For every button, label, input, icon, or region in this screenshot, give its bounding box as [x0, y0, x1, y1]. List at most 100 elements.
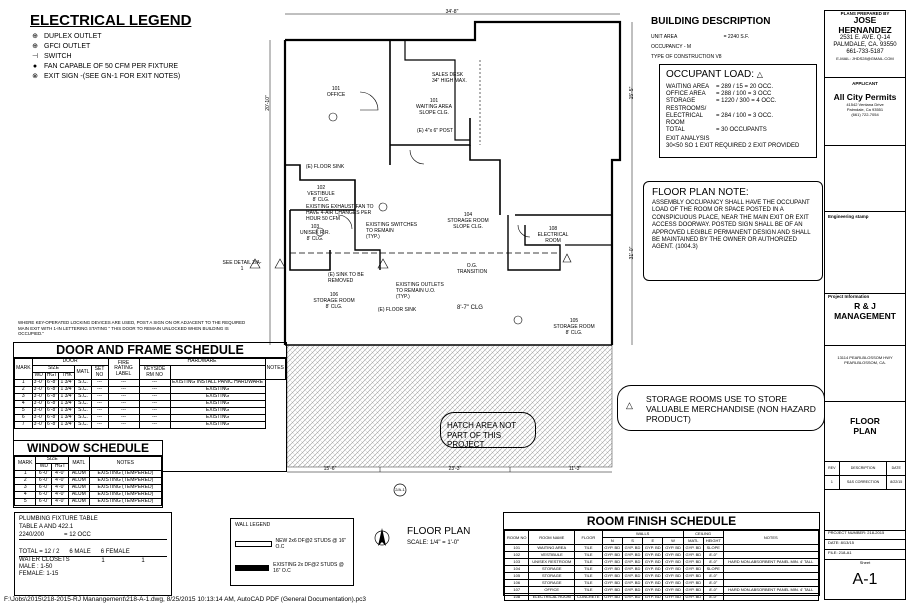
- post-label: (E) 4"x 6" POST: [416, 128, 454, 134]
- room-finish-schedule: ROOM FINISH SCHEDULE ROOM NO ROOM NAME F…: [503, 512, 820, 601]
- door-col-mark: MARK: [14, 358, 33, 380]
- window-col-matl: MATL: [67, 456, 90, 471]
- dim-bottom-3: 11'-3": [568, 466, 582, 472]
- sink-removed-note: (E) SINK TO BE REMOVED: [328, 272, 364, 284]
- floor-plan-note-body: ASSEMBLY OCCUPANCY SHALL HAVE THE OCCUPA…: [652, 200, 811, 251]
- room-finish-row-cell: GYP. BD: [682, 551, 704, 559]
- unit-area-value: = 2240 S.F.: [723, 34, 749, 40]
- room-finish-row-cell: GYP. BD: [621, 579, 644, 587]
- room-finish-row-cell: GYP. BD: [662, 558, 684, 566]
- top-dimension: 34'-8": [445, 9, 459, 15]
- room-finish-row-cell: 107: [503, 586, 530, 594]
- tb-desc-col: DESCRIPTION: [840, 461, 888, 475]
- legend-symbol-icon: ⊕: [32, 33, 38, 40]
- room-finish-row-cell: TILE: [574, 572, 603, 580]
- rf-col-name: ROOM NAME: [528, 530, 576, 545]
- room-finish-row-cell: 8'-0": [702, 551, 724, 559]
- exhaust-note: EXISTING EXHAUST FAN TO HAVE 4-AIR CHANG…: [306, 204, 374, 222]
- room-finish-row-cell: WAITING AREA: [528, 544, 576, 552]
- room-finish-row-cell: GYP. BD: [682, 579, 704, 587]
- lock-note: WHERE KEY-OPERATED LOCKING DEVICES ARE U…: [18, 320, 246, 336]
- rf-col-notes: NOTES: [722, 530, 820, 545]
- room-finish-row-cell: GYP. BD: [682, 586, 704, 594]
- legend-symbol-icon: ⊣: [31, 53, 39, 60]
- window-schedule-title: WINDOW SCHEDULE: [14, 441, 162, 456]
- room-finish-row-cell: GYP. BD: [662, 544, 684, 552]
- wall-legend-title: WALL LEGEND: [235, 522, 271, 528]
- room-finish-row-cell: GYP. BD: [601, 593, 623, 601]
- room-finish-row-cell: OFFICE: [528, 586, 576, 594]
- wc-male: MALE : 1-50: [19, 564, 53, 570]
- tb-blank-1: [825, 145, 905, 212]
- room-finish-row-cell: GYP. BD: [621, 558, 644, 566]
- room-finish-row-cell: [722, 593, 820, 601]
- tb-rev-row: 1 S&S CORRECTION 8/22/15: [825, 475, 905, 490]
- room-finish-row-cell: [722, 572, 820, 580]
- room-finish-row-cell: TILE: [574, 565, 603, 573]
- storage-note-text: STORAGE ROOMS USE TO STORE VALUABLE MERC…: [646, 394, 816, 424]
- tb-company-addr1: 41542 Ventana Drive: [846, 102, 884, 107]
- tb-site: 13114 PEARLBLOSSOM HWY PEARLBLOSSOM, CA.: [825, 345, 905, 402]
- room-finish-row-cell: GYP. BD: [621, 565, 644, 573]
- rf-col-no: ROOM NO: [503, 530, 530, 545]
- occupant-row-label: TOTAL: [666, 127, 685, 134]
- room-finish-row-cell: 108: [503, 593, 530, 601]
- window-row-cell: EXISTING (TEMPERED): [88, 498, 163, 506]
- room-finish-row-cell: GYP. BD: [601, 579, 623, 587]
- occupant-row-calc: = 30 OCCUPANTS: [716, 127, 767, 134]
- wall-legend: WALL LEGEND NEW 2x6 DF@2 STUDS @ 16" O.C…: [230, 518, 354, 586]
- room-finish-row-cell: GYP. BD: [662, 572, 684, 580]
- floor-plan-scale: SCALE: 1/4" = 1'-0": [407, 540, 460, 546]
- door-col-keyside: KEYSIDE RM NO: [138, 365, 171, 380]
- room-finish-row-cell: 8'-0": [702, 579, 724, 587]
- room-finish-row-cell: GYP. BD: [682, 593, 704, 601]
- room-104-label: 104 STORAGE ROOM SLOPE CLG.: [447, 212, 489, 230]
- occupant-row-label: STORAGE: [666, 98, 696, 105]
- room-finish-row-cell: TILE: [574, 579, 603, 587]
- room-finish-row-cell: GYP. BD: [662, 551, 684, 559]
- legend-symbol-icon: ⊕: [32, 43, 38, 50]
- tb-client1: R & J: [854, 301, 876, 311]
- room-finish-row-cell: SLOPE: [702, 565, 724, 573]
- occupant-row-label: WAITING AREA: [666, 84, 710, 90]
- tb-project-number: PROJECT NUMBER: 218-2015: [825, 530, 905, 540]
- legend-symbol-icon: ●: [32, 63, 38, 70]
- room-finish-row-cell: STORAGE: [528, 579, 576, 587]
- tb-date: DATE: 8/13/15: [825, 540, 905, 550]
- room-finish-row-cell: CONCRETE: [574, 593, 603, 601]
- door-row-cell: 7: [14, 421, 33, 429]
- plumbing-female: 6 FEMALE: [100, 549, 130, 555]
- room-102-label: 102 VESTIBULE 8' CLG.: [307, 185, 335, 203]
- tb-addr1: 2531 E. AVE. Q-14: [839, 35, 891, 41]
- dim-right-1: 15'-5": [629, 86, 635, 100]
- room-finish-row-cell: GYP. BD: [642, 579, 664, 587]
- exit-analysis-label: EXIT ANALYSIS: [666, 136, 710, 143]
- tb-sheet-number: A-1: [852, 571, 878, 588]
- room-finish-row-cell: HARD NON-ABSORBENT PANEL MIN. 4' TALL: [722, 558, 820, 566]
- room-101-waiting-label: 101 WAITING AREA SLOPE CLG.: [416, 98, 452, 116]
- plumbing-male: 6 MALE: [69, 549, 91, 555]
- tb-rev-no: 1: [825, 475, 840, 489]
- room-finish-row-cell: 8'-0": [702, 558, 724, 566]
- room-finish-row-cell: GYP. BD: [601, 586, 623, 594]
- existing-wall-swatch: [235, 565, 270, 571]
- room-finish-row-cell: GYP. BD: [662, 565, 684, 573]
- room-finish-row-cell: GYP. BD: [621, 593, 644, 601]
- room-finish-row-cell: GYP. BD: [642, 558, 664, 566]
- plumbing-fixture-table: PLUMBING FIXTURE TABLE TABLE A AND 422.1…: [14, 512, 172, 596]
- room-finish-row-cell: 106: [503, 579, 530, 587]
- occupant-row-calc: = 284 / 100 = 3 OCC.: [716, 112, 774, 119]
- section-marker: 2/A-1: [395, 487, 405, 492]
- tb-site1: 13114 PEARLBLOSSOM HWY: [837, 355, 893, 360]
- occupant-row: OFFICE AREA= 288 / 100 = 3 OCC: [666, 91, 810, 98]
- wc-male-count: 1: [101, 558, 105, 564]
- wc-female: FEMALE: 1-15: [19, 571, 59, 577]
- room-finish-row-cell: TILE: [574, 551, 603, 559]
- rf-col-s: S: [621, 537, 644, 545]
- tb-file: FILE: 218-A1: [825, 550, 905, 560]
- door-group-door: DOOR: [31, 358, 109, 366]
